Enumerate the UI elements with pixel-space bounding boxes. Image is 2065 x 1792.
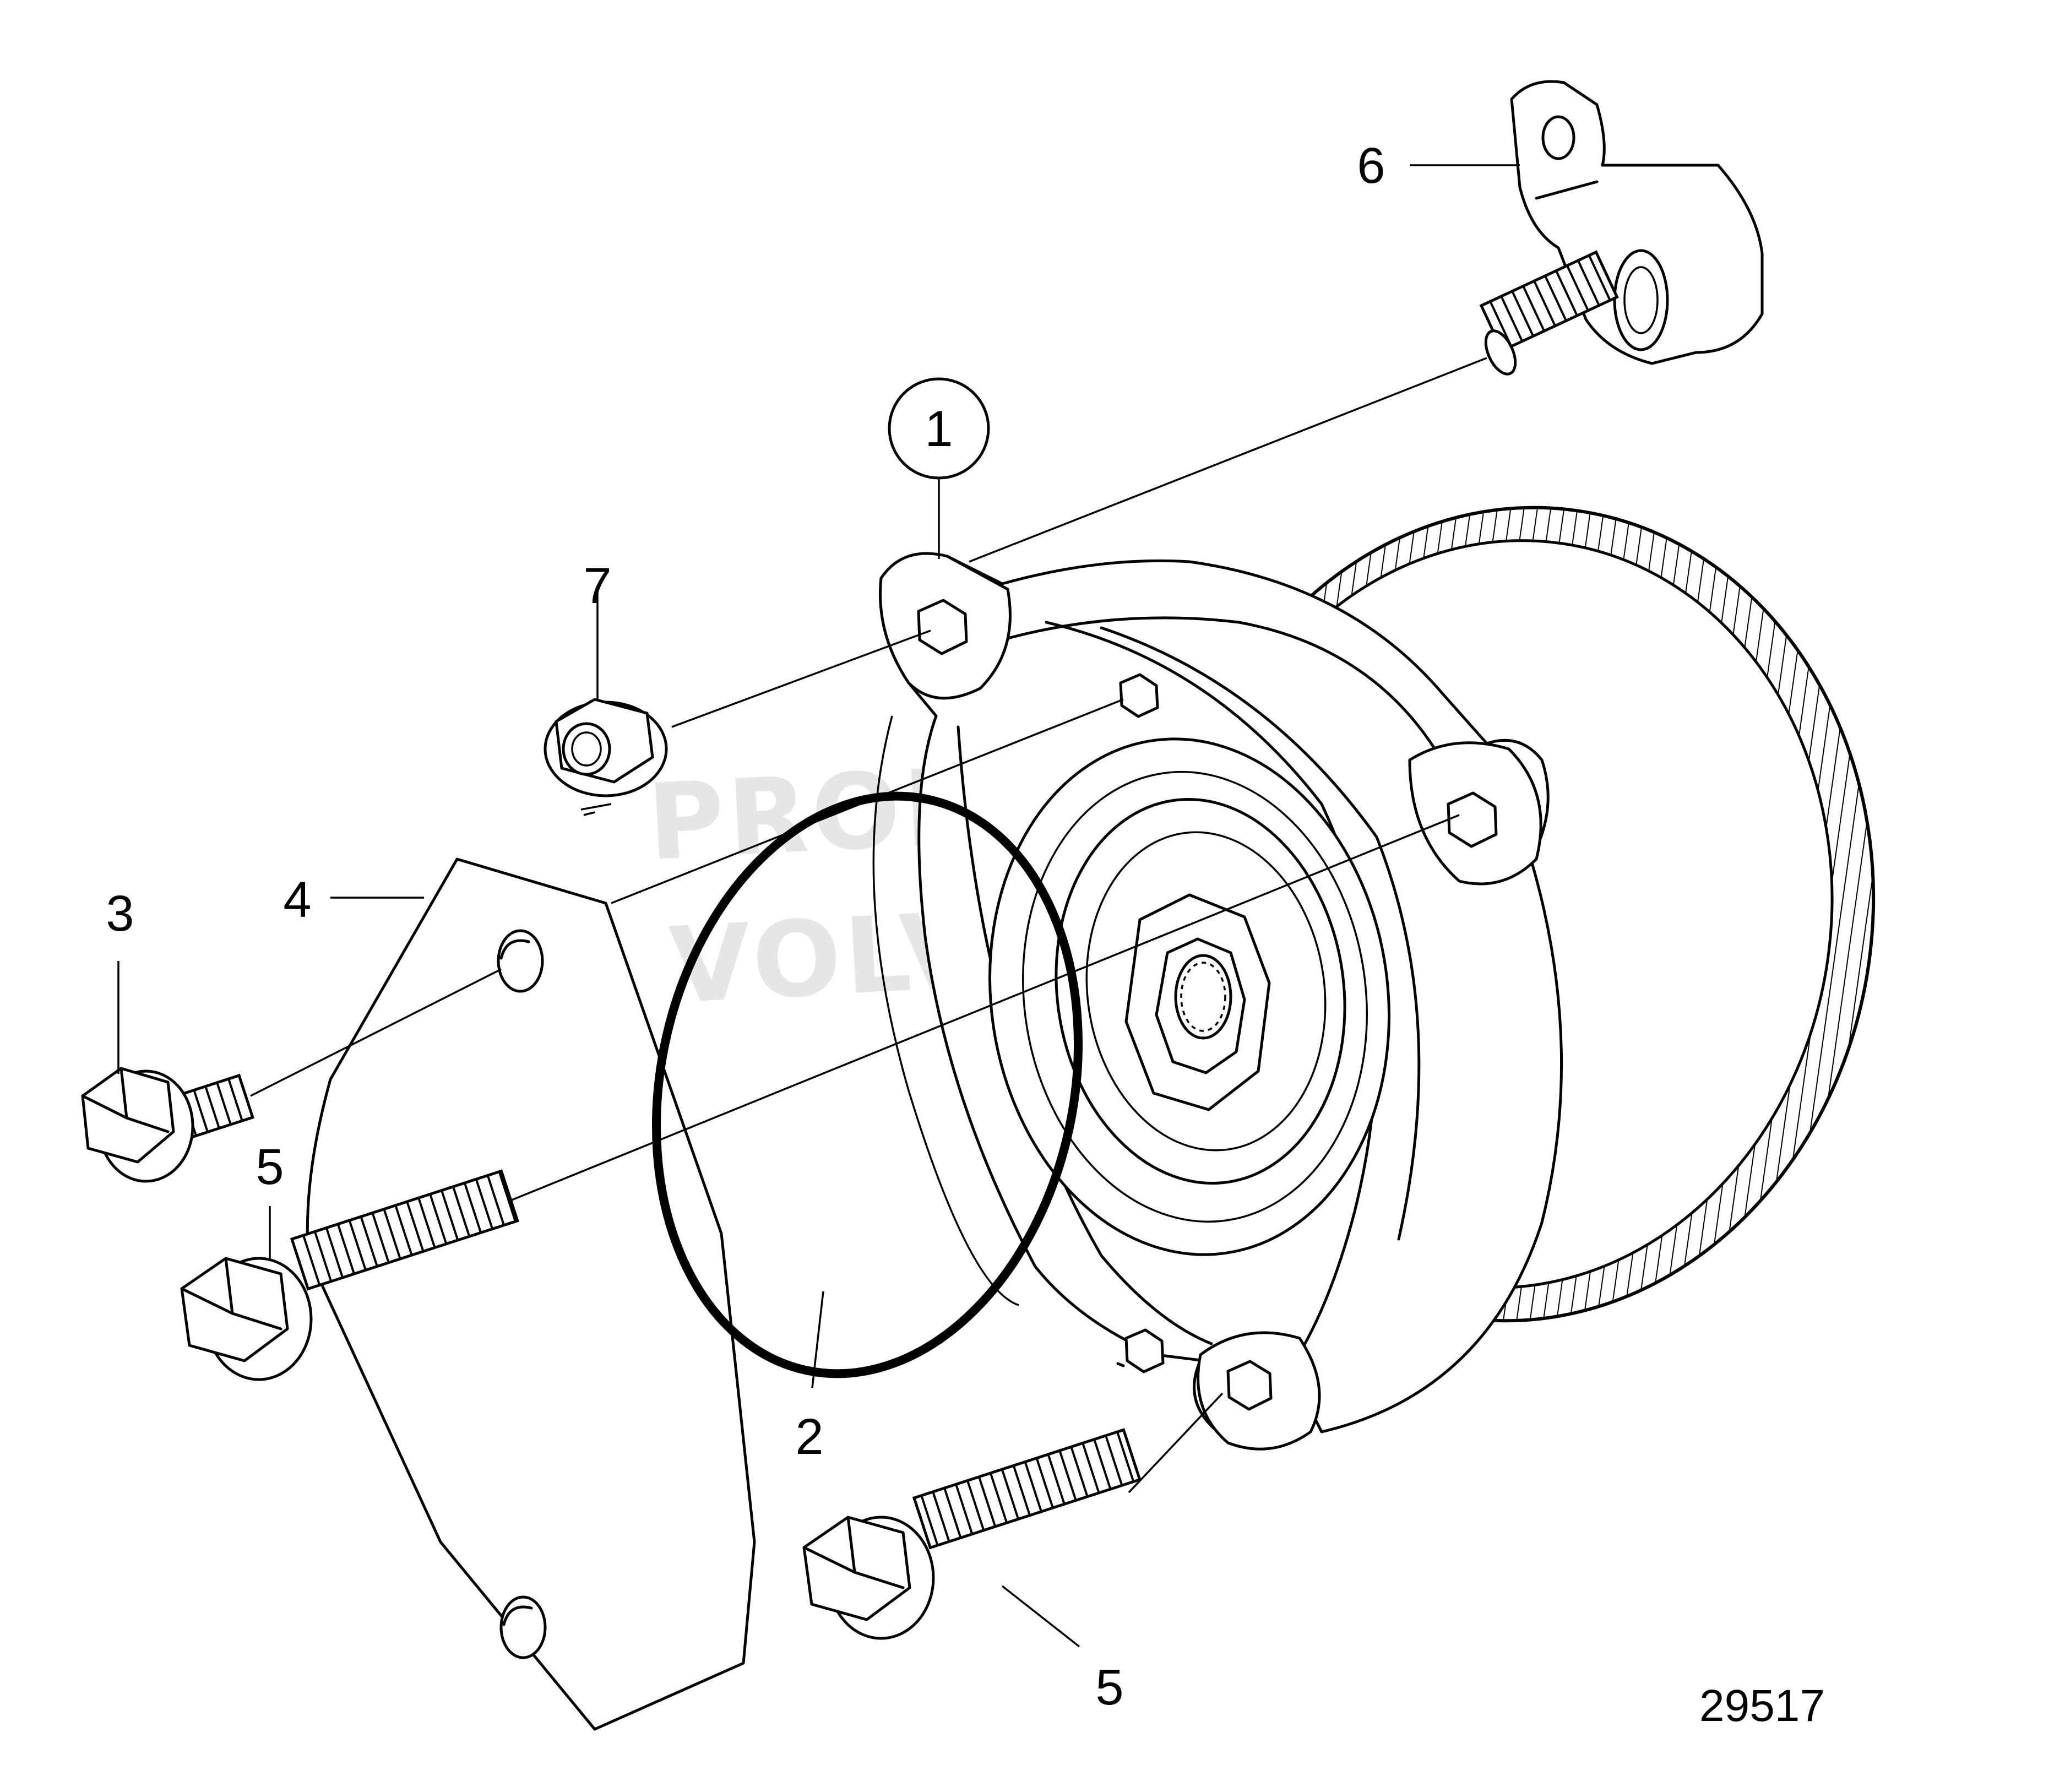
hub-assembly: [988, 737, 1390, 1256]
callout-5a-label: 5: [256, 1139, 284, 1195]
callout-4-label: 4: [283, 872, 311, 928]
assembly-lines: [250, 357, 1487, 1494]
callout-5b-label: 5: [1095, 1659, 1123, 1715]
callout-7-label: 7: [583, 558, 611, 614]
gasket-plate: [306, 857, 756, 1731]
spline-bore: [1174, 954, 1232, 1040]
sensor-bracket: [1479, 80, 1764, 376]
callout-1-label: 1: [925, 401, 953, 457]
flange-screw-short: [81, 1067, 254, 1183]
leader-lines: [117, 164, 1520, 1648]
figure-number: 29517: [1699, 1681, 1825, 1731]
callout-1: 1: [888, 377, 990, 480]
o-ring: [652, 791, 1083, 1378]
callout-2-label: 2: [795, 1409, 823, 1465]
flange-nut: [544, 698, 668, 811]
callout-3-label: 3: [106, 886, 134, 942]
flange-screw-long-bottom: [802, 1428, 1142, 1640]
flange-screw-long-left: [180, 1169, 519, 1381]
callout-6-label: 6: [1357, 138, 1385, 194]
callouts: 1 2 3 4 5 5 6 7: [106, 138, 1385, 1715]
